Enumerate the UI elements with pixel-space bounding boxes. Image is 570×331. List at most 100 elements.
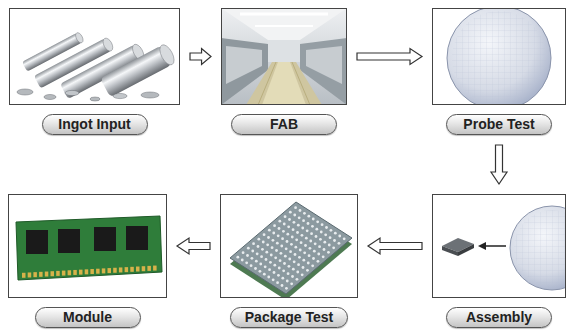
ball-dot <box>267 236 270 239</box>
ball-dot <box>273 224 276 227</box>
contact-pin <box>113 268 117 273</box>
ball-dot <box>332 246 335 249</box>
ball-dot <box>278 227 281 230</box>
ball-dot <box>338 242 341 245</box>
ball-dot <box>251 257 254 260</box>
wafer-illustration <box>447 8 551 105</box>
ball-dot <box>263 233 266 236</box>
ball-dot <box>286 240 289 243</box>
ball-dot <box>306 229 309 232</box>
ball-dot <box>294 246 297 249</box>
contact-pin <box>96 269 100 274</box>
step-text: Ingot Input <box>58 116 130 132</box>
ball-dot <box>288 258 291 261</box>
ball-dot <box>262 241 265 244</box>
ball-dot <box>270 254 273 257</box>
ball-dot <box>281 237 284 240</box>
assembly-illustration <box>442 206 566 290</box>
ball-dot <box>259 270 262 273</box>
ball-dot <box>252 242 255 245</box>
ball-dot <box>277 234 280 237</box>
ball-dot <box>278 220 281 223</box>
ball-dot <box>291 275 294 278</box>
ball-dot <box>316 220 319 223</box>
ball-dot <box>330 229 333 232</box>
ball-dot <box>257 238 260 241</box>
ball-dot <box>327 251 330 254</box>
ball-dot <box>287 225 290 228</box>
ingot-illustration <box>17 31 177 101</box>
ball-dot <box>304 244 307 247</box>
ball-dot <box>298 256 301 259</box>
contact-pin <box>90 269 94 274</box>
ball-dot <box>296 231 299 234</box>
contact-pin <box>108 268 112 273</box>
ball-dot <box>302 219 305 222</box>
contact-pin <box>39 272 43 277</box>
ball-dot <box>297 224 300 227</box>
flow-arrow <box>177 238 210 254</box>
ball-dot <box>286 280 289 283</box>
ball-dot <box>272 278 275 281</box>
ball-dot <box>242 251 245 254</box>
ball-dot <box>273 271 276 274</box>
contact-pin <box>68 270 72 275</box>
ball-dot <box>298 216 301 219</box>
flow-arrow <box>190 49 211 65</box>
ball-dot <box>309 240 312 243</box>
ball-dot <box>280 252 283 255</box>
contact-pin <box>142 266 146 271</box>
ball-dot <box>281 284 284 287</box>
ball-dot <box>246 254 249 257</box>
ball-dot <box>296 271 299 274</box>
ball-dot <box>285 247 288 250</box>
ball-dot <box>290 243 293 246</box>
contact-pin <box>85 269 89 274</box>
ball-dot <box>299 209 302 212</box>
ball-dot <box>329 236 332 239</box>
contact-pin <box>56 271 60 276</box>
step-label: Module <box>35 307 141 328</box>
contact-pin <box>45 272 49 277</box>
ball-dot <box>265 258 268 261</box>
module-illustration <box>16 216 162 280</box>
ball-dot <box>278 267 281 270</box>
step-label: Probe Test <box>446 114 552 135</box>
ball-dot <box>322 255 325 258</box>
ball-dot <box>313 250 316 253</box>
contact-pin <box>130 267 134 272</box>
ball-dot <box>338 235 341 238</box>
step-label: Assembly <box>446 307 552 328</box>
ball-dot <box>315 228 318 231</box>
step-frame: Probe Test <box>432 8 566 105</box>
step-text: Package Test <box>245 309 333 325</box>
contact-pin <box>136 267 140 272</box>
ball-dot <box>266 243 269 246</box>
ball-dot <box>261 248 264 251</box>
ball-dot <box>279 259 282 262</box>
ball-dot <box>260 255 263 258</box>
ball-dot <box>317 260 320 263</box>
ball-dot <box>268 229 271 232</box>
ball-dot <box>334 232 337 235</box>
ball-dot <box>296 278 299 281</box>
ball-dot <box>293 221 296 224</box>
step-text: Assembly <box>466 309 532 325</box>
step-text: Module <box>63 309 112 325</box>
ball-dot <box>269 261 272 264</box>
ball-dot <box>286 233 289 236</box>
ball-dot <box>268 268 271 271</box>
ball-dot <box>294 253 297 256</box>
ball-dot <box>307 215 310 218</box>
ball-dot <box>300 241 303 244</box>
ball-dot <box>287 272 290 275</box>
ball-dot <box>328 244 331 247</box>
step-label: FAB <box>231 114 337 135</box>
ball-dot <box>302 266 305 269</box>
contact-pin <box>153 266 157 271</box>
ball-dot <box>282 230 285 233</box>
contact-pin <box>147 266 151 271</box>
flow-arrow <box>368 238 422 254</box>
ball-dot <box>312 257 315 260</box>
